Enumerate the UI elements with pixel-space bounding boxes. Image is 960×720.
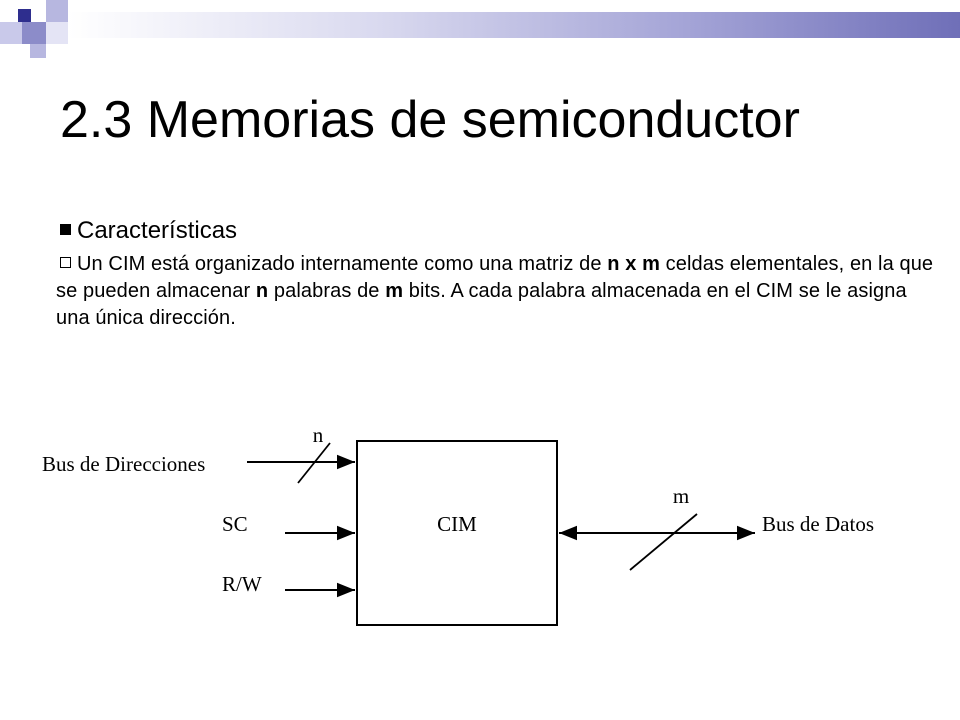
slide-title: 2.3 Memorias de semiconductor bbox=[60, 91, 800, 149]
body-paragraph: Un CIM está organizado internamente como… bbox=[56, 251, 936, 332]
header-gradient-bar bbox=[68, 12, 960, 38]
cim-block bbox=[356, 440, 558, 626]
square-bullet-icon bbox=[60, 224, 71, 236]
paragraph-text: celdas elementales, en la que se pueden … bbox=[56, 253, 934, 302]
paragraph-text: Un CIM está organizado internamente como… bbox=[77, 253, 608, 275]
address-bus-label: Bus de Direcciones bbox=[42, 452, 205, 476]
address-width-label: n bbox=[313, 423, 324, 447]
address-width-slash bbox=[297, 442, 331, 484]
hollow-square-bullet-icon bbox=[60, 257, 71, 269]
paragraph-bold: m bbox=[385, 280, 404, 302]
data-bus-label: Bus de Datos bbox=[762, 512, 874, 536]
data-width-slash bbox=[629, 513, 698, 571]
header-decoration-square bbox=[22, 22, 46, 44]
cim-label: CIM bbox=[437, 512, 477, 536]
paragraph-text: palabras de bbox=[268, 280, 386, 302]
header-decoration-square bbox=[0, 22, 22, 44]
paragraph-bold: n bbox=[255, 280, 269, 302]
header-decoration-square bbox=[30, 44, 46, 58]
bullet-text: Características bbox=[77, 217, 238, 244]
paragraph-bold: n x m bbox=[607, 253, 660, 275]
read-write-label: R/W bbox=[222, 572, 262, 596]
header-decoration-square bbox=[18, 9, 31, 22]
data-width-label: m bbox=[673, 484, 689, 508]
paragraph-text: bits. A cada palabra almacenada en el CI… bbox=[56, 280, 907, 329]
header-decoration-square bbox=[46, 22, 68, 44]
header-decoration-square bbox=[46, 0, 68, 22]
chip-select-label: SC bbox=[222, 512, 248, 536]
bullet-caracteristicas: Características bbox=[60, 214, 237, 248]
